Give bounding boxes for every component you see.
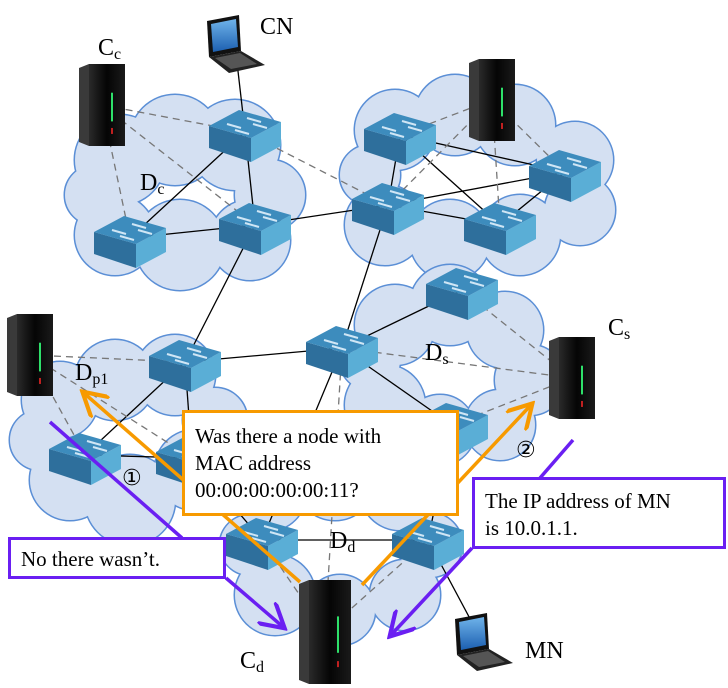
server-icon-cc (79, 64, 125, 146)
reply-box-no-node: No there wasn’t. (8, 537, 226, 579)
query-line: MAC address (195, 451, 312, 475)
label-ds: Ds (425, 340, 449, 368)
switch-icon (352, 183, 424, 235)
label-cs: Cs (608, 315, 630, 343)
switch-icon (306, 326, 378, 378)
query-line: 00:00:00:00:00:11? (195, 478, 359, 502)
label-mn: MN (525, 638, 564, 664)
label-dp1: Dp1 (75, 360, 108, 388)
label-dc: Dc (140, 170, 164, 198)
reply-line-from-cs (538, 438, 575, 480)
reply-arrow-to-cd-left (224, 576, 282, 626)
switch-icon (209, 110, 281, 162)
server-icon-tr (469, 59, 515, 141)
reply-text: No there wasn’t. (21, 547, 160, 571)
server-icon-cd (299, 580, 351, 684)
switch-icon (364, 113, 436, 165)
reply-line: The IP address of MN (485, 489, 671, 513)
reply-arrow-to-cd-right (392, 546, 474, 634)
control-link-cc-s2 (101, 104, 131, 239)
switch-icon (426, 268, 498, 320)
label-cn: CN (260, 14, 293, 40)
switch-icon (219, 203, 291, 255)
control-link-tr-s7 (491, 99, 501, 226)
label-cd: Cd (240, 648, 264, 676)
switch-icon (49, 433, 121, 485)
labels: Cc CN Dc Dp1 Ds Cs Dd Cd MN (75, 14, 630, 676)
server-icon-cs (549, 337, 595, 419)
control-link-cc-s3 (101, 104, 256, 226)
control-link-dp1-s8 (29, 354, 186, 363)
label-cc: Cc (98, 35, 121, 63)
label-dd: Dd (330, 528, 355, 556)
switch-icon (464, 203, 536, 255)
switch-icon (529, 150, 601, 202)
query-line: Was there a node with (195, 424, 382, 448)
step-2-marker: ② (516, 438, 536, 463)
laptop-icon-mn (455, 613, 513, 671)
control-link-dp1-s10 (29, 354, 193, 459)
reply-box-ip-address: The IP address of MN is 10.0.1.1. (472, 477, 726, 549)
switch-icon (149, 340, 221, 392)
laptop-icon-cn (207, 15, 265, 73)
server-icon-dp1 (7, 314, 53, 396)
query-message-box: Was there a node with MAC address 00:00:… (182, 410, 459, 516)
switch-icon (94, 216, 166, 268)
step-1-marker: ① (122, 466, 142, 491)
reply-line-from-dp1 (48, 420, 184, 540)
control-link-cs-s12 (341, 347, 573, 379)
reply-line: is 10.0.1.1. (485, 516, 578, 540)
